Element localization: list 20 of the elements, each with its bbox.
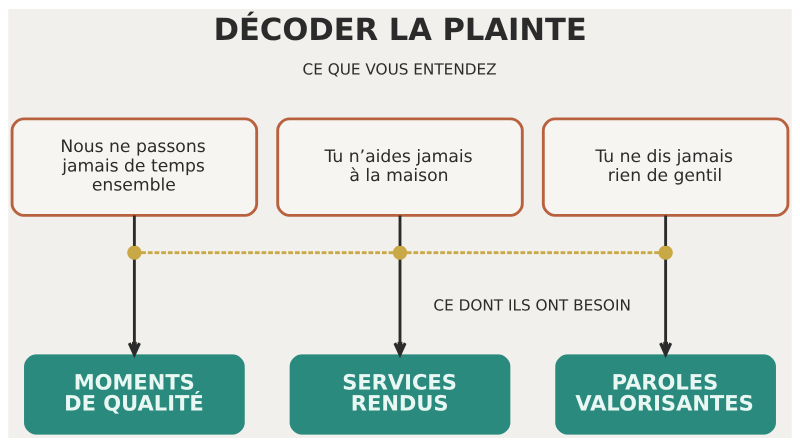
connector [141,251,394,254]
arrow [659,260,672,356]
node-box: Tu ne dis jamais rien de gentil [542,117,790,217]
arrow [128,260,141,356]
node-box: MOMENTS DE QUALITÉ [24,354,245,435]
arrow [393,260,407,356]
node-circle [127,245,142,260]
connector [664,216,668,246]
label: CE QUE VOUS ENTENDEZ [302,60,497,79]
connector [398,216,402,246]
connector [406,251,659,254]
label: CE DONT ILS ONT BESOIN [433,296,631,315]
node-box: Tu n’aides jamais à la maison [276,117,524,217]
node-box: Nous ne passons jamais de temps ensemble [10,117,258,217]
node-box: SERVICES RENDUS [290,354,510,435]
diagram-title: DÉCODER LA PLAINTE [214,13,587,48]
connector [132,216,136,246]
node-box: PAROLES VALORISANTES [555,354,776,435]
node-circle [658,245,673,260]
node-circle [392,245,408,260]
